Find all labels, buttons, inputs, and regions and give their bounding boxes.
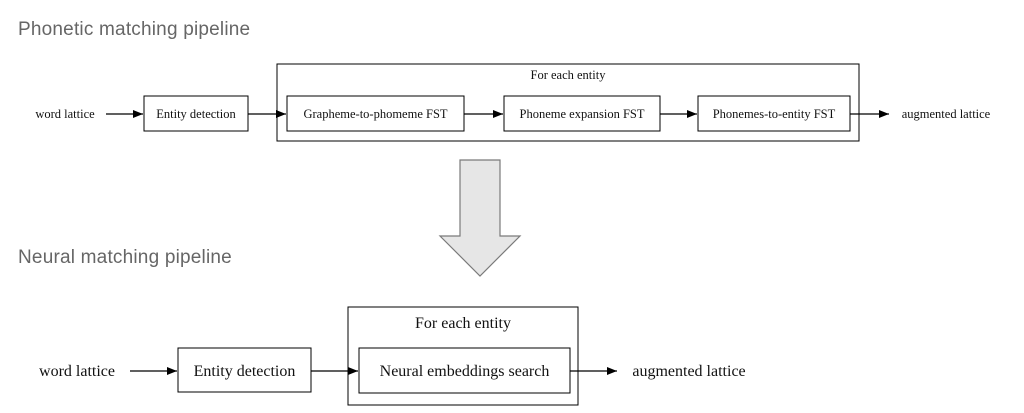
neural-group-label: For each entity	[415, 315, 511, 332]
phonetic-for-each-entity-group	[276, 63, 860, 142]
phoneme-expansion-label: Phoneme expansion FST	[520, 107, 645, 121]
neural-input-label: word lattice	[39, 363, 115, 380]
neural-embeddings-search-box	[358, 347, 571, 394]
phonetic-entity-detection-box	[143, 95, 249, 132]
grapheme-to-phoneme-box	[286, 95, 465, 132]
phonetic-pipeline-title: Phonetic matching pipeline	[18, 19, 251, 40]
neural-pipeline: word lattice Entity detection For each e…	[39, 306, 746, 406]
phoneme-expansion-box	[503, 95, 661, 132]
neural-pipeline-title: Neural matching pipeline	[18, 247, 232, 268]
phonetic-group-label: For each entity	[531, 68, 607, 82]
neural-embeddings-search-label: Neural embeddings search	[380, 363, 550, 380]
neural-for-each-entity-group	[347, 306, 579, 406]
phonemes-to-entity-box	[697, 95, 851, 132]
phonetic-input-label: word lattice	[35, 107, 95, 121]
neural-entity-detection-label: Entity detection	[194, 363, 296, 380]
grapheme-to-phoneme-label: Grapheme-to-phomeme FST	[303, 107, 447, 121]
phonetic-pipeline: word lattice Entity detection For each e…	[35, 63, 991, 142]
phonemes-to-entity-label: Phonemes-to-entity FST	[713, 107, 836, 121]
down-arrow-icon	[438, 159, 522, 277]
phonetic-entity-detection-label: Entity detection	[156, 107, 236, 121]
neural-entity-detection-box	[177, 347, 312, 393]
neural-output-label: augmented lattice	[632, 363, 745, 380]
phonetic-output-label: augmented lattice	[902, 107, 991, 121]
